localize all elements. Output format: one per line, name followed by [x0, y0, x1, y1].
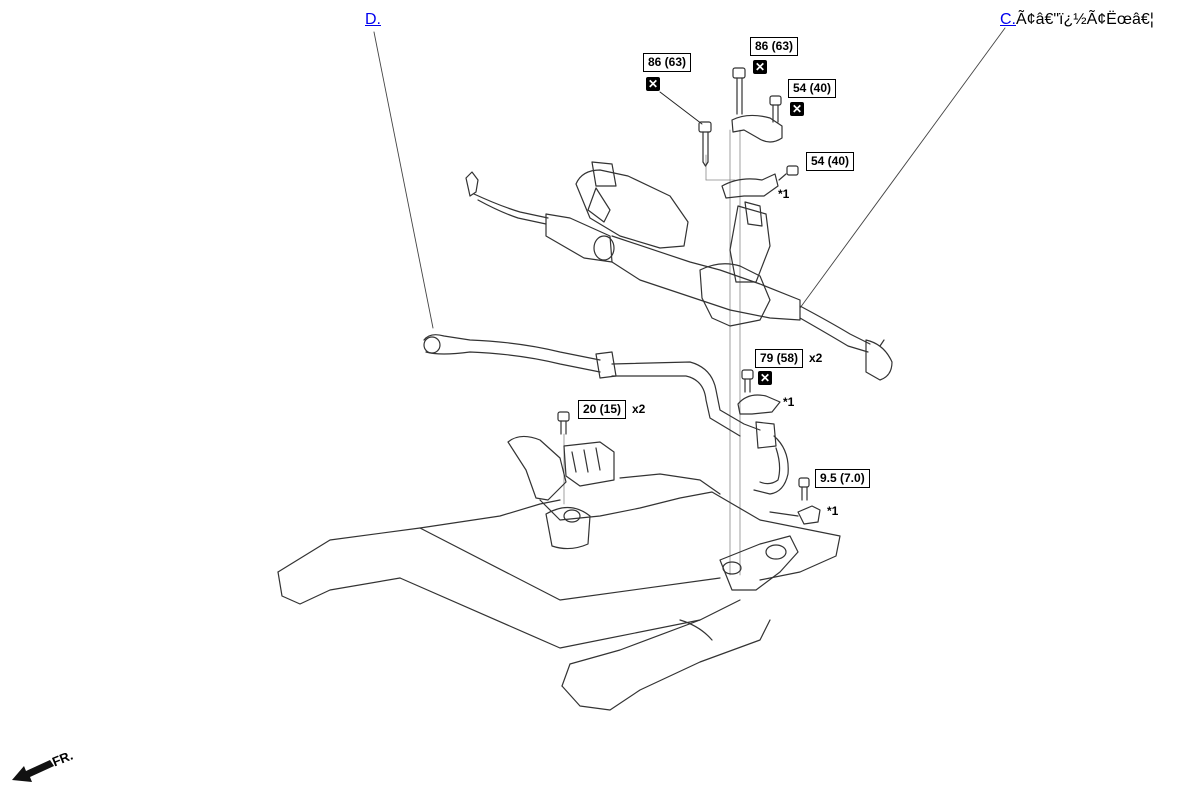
bolt-center — [732, 67, 746, 115]
torque-value: 79 (58) — [755, 349, 804, 368]
x-box-icon: ✕ — [758, 371, 772, 385]
upper-bracket — [731, 114, 783, 143]
bolt-right — [769, 95, 782, 123]
stabilizer-bar — [423, 334, 789, 495]
torque-value: 86 (63) — [643, 53, 692, 72]
x-box-icon: ✕ — [646, 77, 660, 91]
front-arrow-icon — [12, 760, 54, 782]
torque-value: 86 (63) — [750, 37, 799, 56]
torque-value: 54 (40) — [788, 79, 837, 98]
bolt-79 — [741, 369, 754, 393]
torque-value: 54 (40) — [806, 152, 855, 171]
small-bracket — [797, 505, 821, 525]
bolt-left — [698, 121, 712, 167]
assist-motor — [575, 161, 689, 261]
x-box-icon: ✕ — [753, 60, 767, 74]
stabilizer-clamp — [737, 394, 781, 415]
quantity-label: x2 — [632, 402, 646, 416]
x-box-icon: ✕ — [790, 102, 804, 116]
front-suspension-member — [277, 435, 841, 711]
link-d[interactable]: D. — [365, 11, 381, 28]
note-mark: *1 — [778, 187, 790, 201]
c-link-trailing-text: Ã¢â€"ï¿½Ã¢Ëœâ€¦ — [1016, 11, 1154, 28]
link-c[interactable]: C. — [1000, 11, 1016, 28]
c-leader-line — [799, 27, 1006, 309]
steering-rack — [465, 171, 893, 381]
torque-value: 20 (15) — [578, 400, 627, 419]
bolt-9-5 — [798, 477, 810, 501]
stabilizer-bushing-bracket — [563, 441, 615, 487]
note-mark: *1 — [827, 504, 839, 518]
mount-bracket — [721, 173, 779, 199]
quantity-label: x2 — [809, 351, 823, 365]
bolt-20 — [557, 411, 570, 435]
bolt-small — [778, 165, 799, 181]
torque-value: 9.5 (7.0) — [815, 469, 870, 488]
note-mark: *1 — [783, 395, 795, 409]
d-leader-line — [373, 31, 434, 329]
